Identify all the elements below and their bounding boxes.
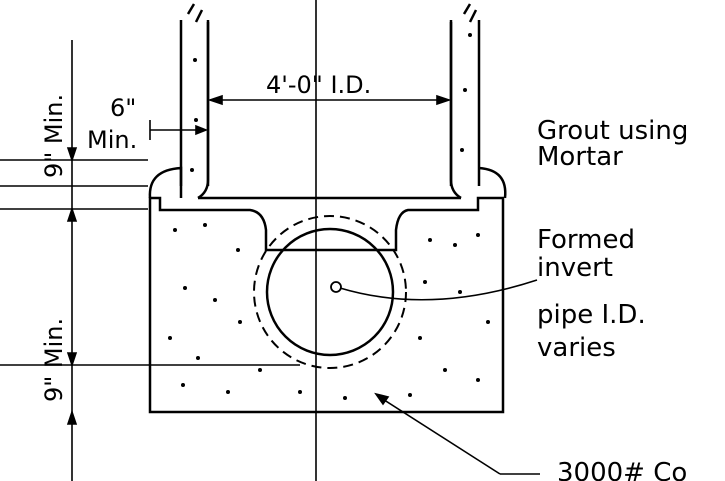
vertical-dimension-lines	[0, 40, 300, 481]
wall-thickness-value: 6"	[110, 94, 136, 122]
top-section-min-label: 9" Min.	[40, 94, 68, 178]
wall-thickness-dimension	[149, 120, 209, 140]
bottom-section-min-label: 9" Min.	[40, 318, 68, 402]
wall-thickness-min: Min.	[87, 126, 137, 154]
invert-callout-line4: varies	[537, 333, 616, 363]
manhole-id-label: 4'-0" I.D.	[266, 71, 371, 99]
invert-pipe	[253, 215, 407, 369]
grout-fillets	[148, 166, 507, 199]
leader-lines	[339, 279, 540, 475]
grout-callout-line2: Mortar	[537, 142, 623, 172]
id-dimension-line	[207, 94, 452, 106]
grout-callout-line1: Grout using	[537, 116, 688, 146]
aggregate-speckles	[168, 33, 490, 400]
invert-callout-line2: invert	[537, 253, 613, 283]
concrete-callout: 3000# Co	[557, 458, 687, 481]
invert-callout-line3: pipe I.D.	[537, 300, 646, 330]
base-slab	[148, 196, 505, 414]
invert-callout-line1: Formed	[537, 225, 635, 255]
manhole-riser-walls	[179, 3, 481, 200]
